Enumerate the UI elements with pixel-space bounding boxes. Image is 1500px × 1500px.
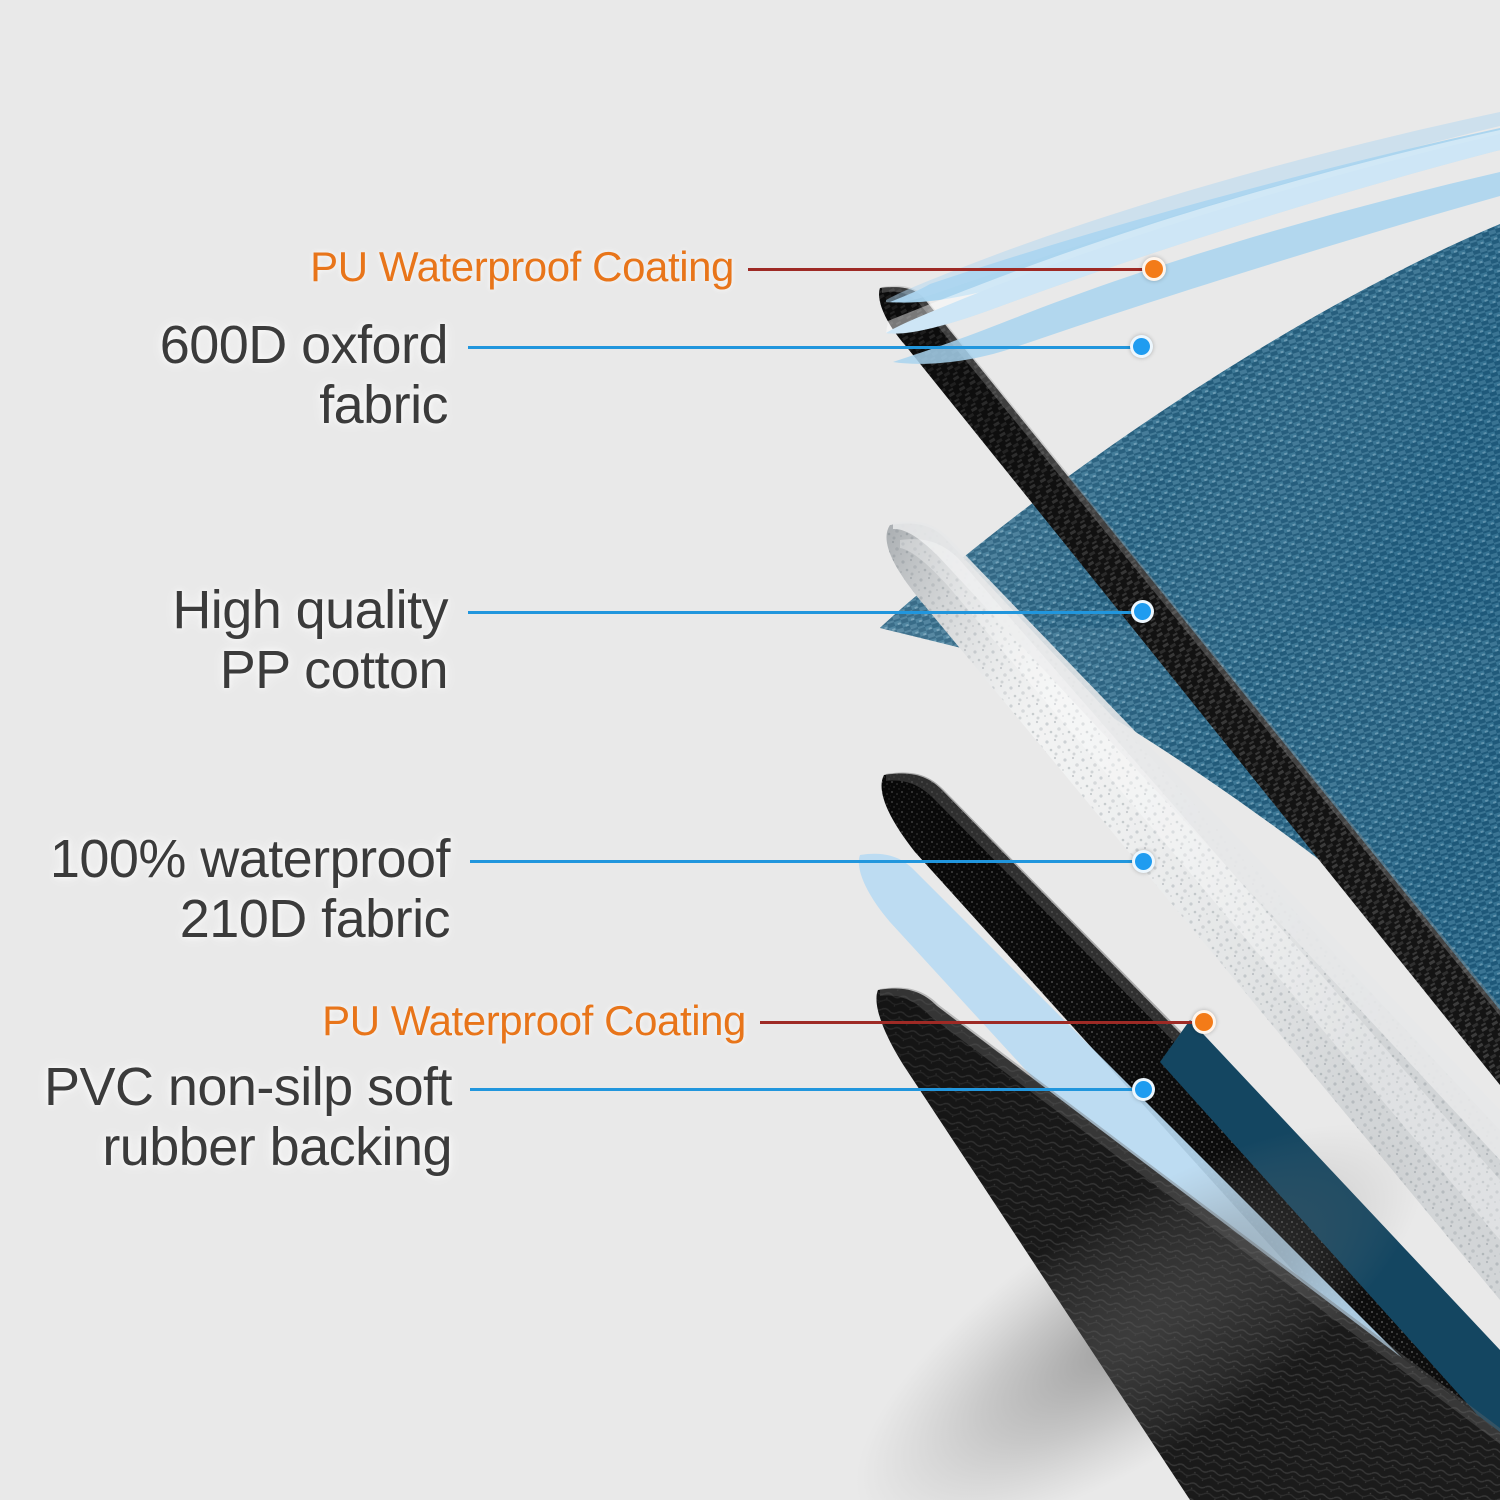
leader-line-waterproof-210d (470, 860, 1142, 863)
layer-oxford-fabric (879, 224, 1500, 1085)
leader-line-pu-coating-top (748, 268, 1153, 271)
leader-line-pp-cotton (468, 611, 1142, 614)
callout-pu-coating-top: PU Waterproof Coating (310, 243, 734, 290)
leader-line-oxford-fabric (468, 346, 1140, 349)
endpoint-dot-pvc-backing (1132, 1078, 1155, 1101)
layer-pu-coating-top (886, 112, 1500, 364)
endpoint-dot-pu-coating-top (1142, 257, 1166, 281)
endpoint-dot-pu-coating-bottom (1192, 1010, 1216, 1034)
callout-pvc-rubber-backing: PVC non-silp soft rubber backing (43, 1057, 453, 1178)
leader-line-pvc-backing (470, 1088, 1142, 1091)
leader-line-pu-coating-bottom (760, 1021, 1203, 1024)
drop-shadow (855, 1124, 1425, 1500)
callout-pu-coating-bottom: PU Waterproof Coating (322, 997, 746, 1044)
callout-oxford-fabric: 600D oxford fabric (159, 315, 449, 436)
endpoint-dot-oxford-fabric (1130, 335, 1153, 358)
callout-pp-cotton: High quality PP cotton (172, 580, 448, 701)
layer-pp-cotton (886, 521, 1500, 1300)
endpoint-dot-waterproof-210d (1132, 850, 1155, 873)
endpoint-dot-pp-cotton (1131, 600, 1154, 623)
callout-waterproof-210d: 100% waterproof 210D fabric (49, 829, 451, 950)
